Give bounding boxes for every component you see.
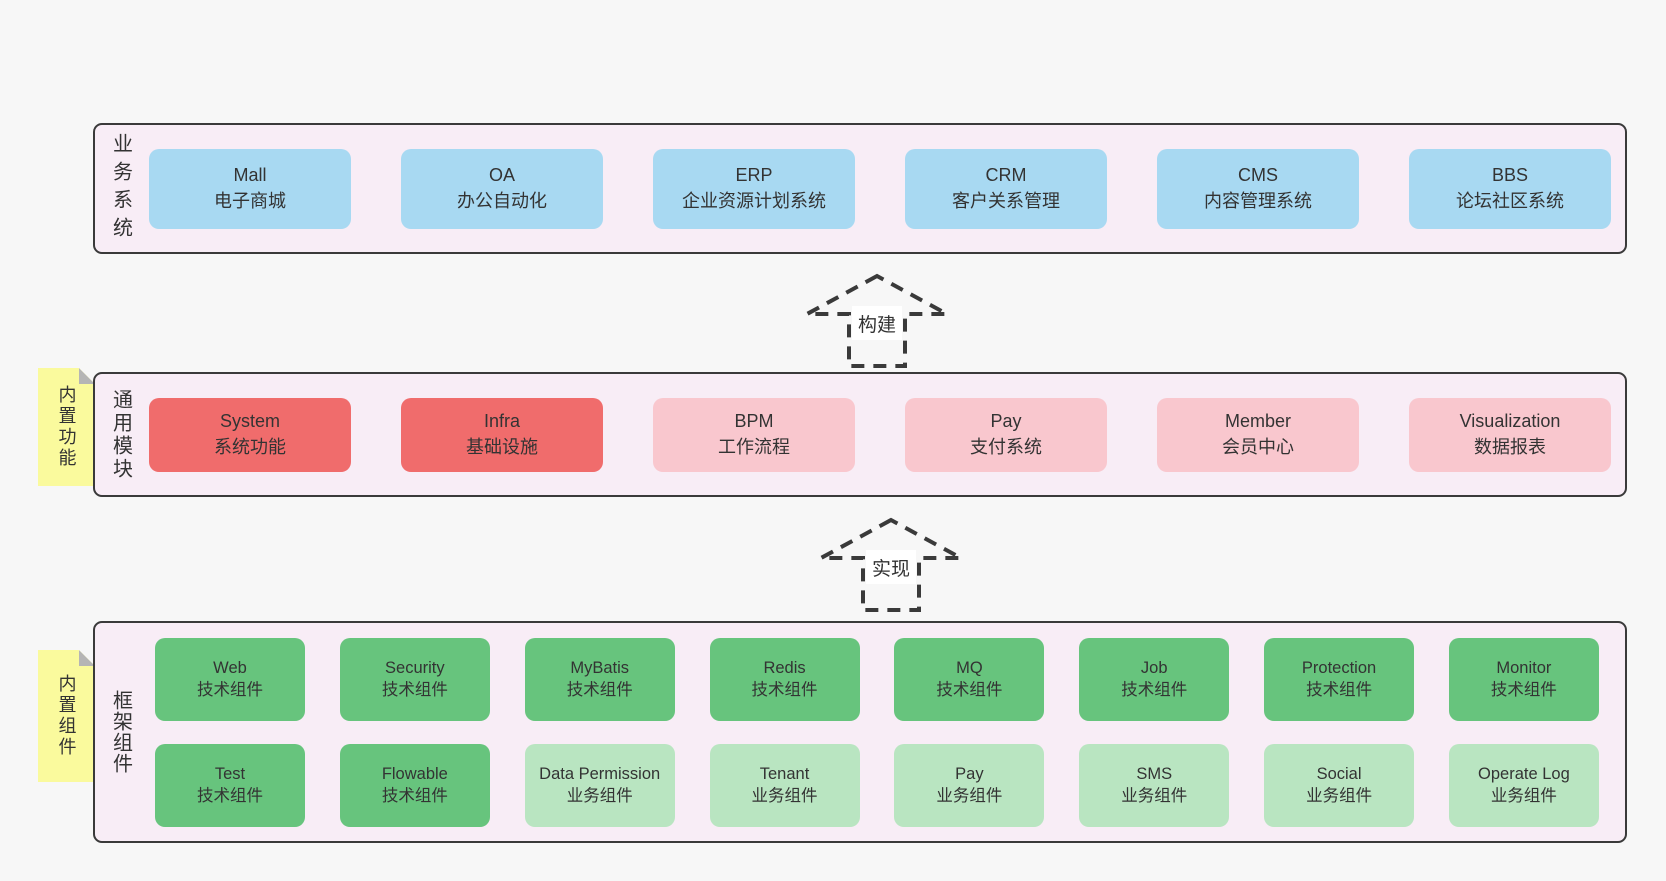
box-bpm: BPM 工作流程 <box>653 397 855 472</box>
box-system: System 系统功能 <box>149 397 351 472</box>
box-mq: MQ 技术组件 <box>894 637 1045 721</box>
framework-row-2: Test 技术组件 Flowable 技术组件 Data Permission … <box>155 743 1599 827</box>
business-systems-section: 业务系统 Mall 电子商城 OA 办公自动化 ERP 企业资源计划系统 CRM… <box>93 123 1627 254</box>
framework-components-rows: Web 技术组件 Security 技术组件 MyBatis 技术组件 Redi… <box>147 623 1625 841</box>
framework-components-section: 框架组件 Web 技术组件 Security 技术组件 MyBatis 技术组件… <box>93 621 1627 843</box>
sticky-built-in-functions: 内置功能 <box>38 368 95 486</box>
dashed-up-arrow-implement: 实现 <box>820 517 962 612</box>
common-modules-section: 通用模块 System 系统功能 Infra 基础设施 BPM 工作流程 Pay… <box>93 372 1627 497</box>
common-modules-boxes: System 系统功能 Infra 基础设施 BPM 工作流程 Pay 支付系统… <box>147 374 1625 495</box>
box-pay-component: Pay 业务组件 <box>894 743 1045 827</box>
up-arrow-outline <box>820 517 962 612</box>
box-job: Job 技术组件 <box>1079 637 1230 721</box>
box-social: Social 业务组件 <box>1264 743 1415 827</box>
box-infra: Infra 基础设施 <box>401 397 603 472</box>
box-security: Security 技术组件 <box>339 637 490 721</box>
box-flowable: Flowable 技术组件 <box>339 743 490 827</box>
box-sms: SMS 业务组件 <box>1079 743 1230 827</box>
sticky-built-in-components: 内置组件 <box>38 650 95 782</box>
arrow-implement-label: 实现 <box>872 558 910 580</box>
dashed-up-arrow-build: 构建 <box>806 273 948 368</box>
arrow-label-bg <box>866 550 916 584</box>
box-protection: Protection 技术组件 <box>1264 637 1415 721</box>
box-bbs: BBS 论坛社区系统 <box>1409 148 1611 229</box>
box-mybatis: MyBatis 技术组件 <box>524 637 675 721</box>
box-visualization: Visualization 数据报表 <box>1409 397 1611 472</box>
box-oa: OA 办公自动化 <box>401 148 603 229</box>
box-erp: ERP 企业资源计划系统 <box>653 148 855 229</box>
box-member: Member 会员中心 <box>1157 397 1359 472</box>
business-systems-label: 业务系统 <box>109 132 132 245</box>
box-pay-module: Pay 支付系统 <box>905 397 1107 472</box>
arrow-label-bg <box>852 306 902 340</box>
box-crm: CRM 客户关系管理 <box>905 148 1107 229</box>
box-web: Web 技术组件 <box>155 637 305 721</box>
arrow-build-label: 构建 <box>858 314 896 336</box>
box-redis: Redis 技术组件 <box>709 637 860 721</box>
framework-components-label: 框架组件 <box>109 690 132 774</box>
box-data-permission: Data Permission 业务组件 <box>524 743 675 827</box>
box-test: Test 技术组件 <box>155 743 305 827</box>
business-systems-boxes: Mall 电子商城 OA 办公自动化 ERP 企业资源计划系统 CRM 客户关系… <box>147 125 1625 252</box>
box-operate-log: Operate Log 业务组件 <box>1448 743 1599 827</box>
box-tenant: Tenant 业务组件 <box>709 743 860 827</box>
box-mall: Mall 电子商城 <box>149 148 351 229</box>
common-modules-label: 通用模块 <box>109 388 132 481</box>
framework-row-1: Web 技术组件 Security 技术组件 MyBatis 技术组件 Redi… <box>155 637 1599 721</box>
up-arrow-outline <box>806 273 948 368</box>
box-cms: CMS 内容管理系统 <box>1157 148 1359 229</box>
box-monitor: Monitor 技术组件 <box>1448 637 1599 721</box>
